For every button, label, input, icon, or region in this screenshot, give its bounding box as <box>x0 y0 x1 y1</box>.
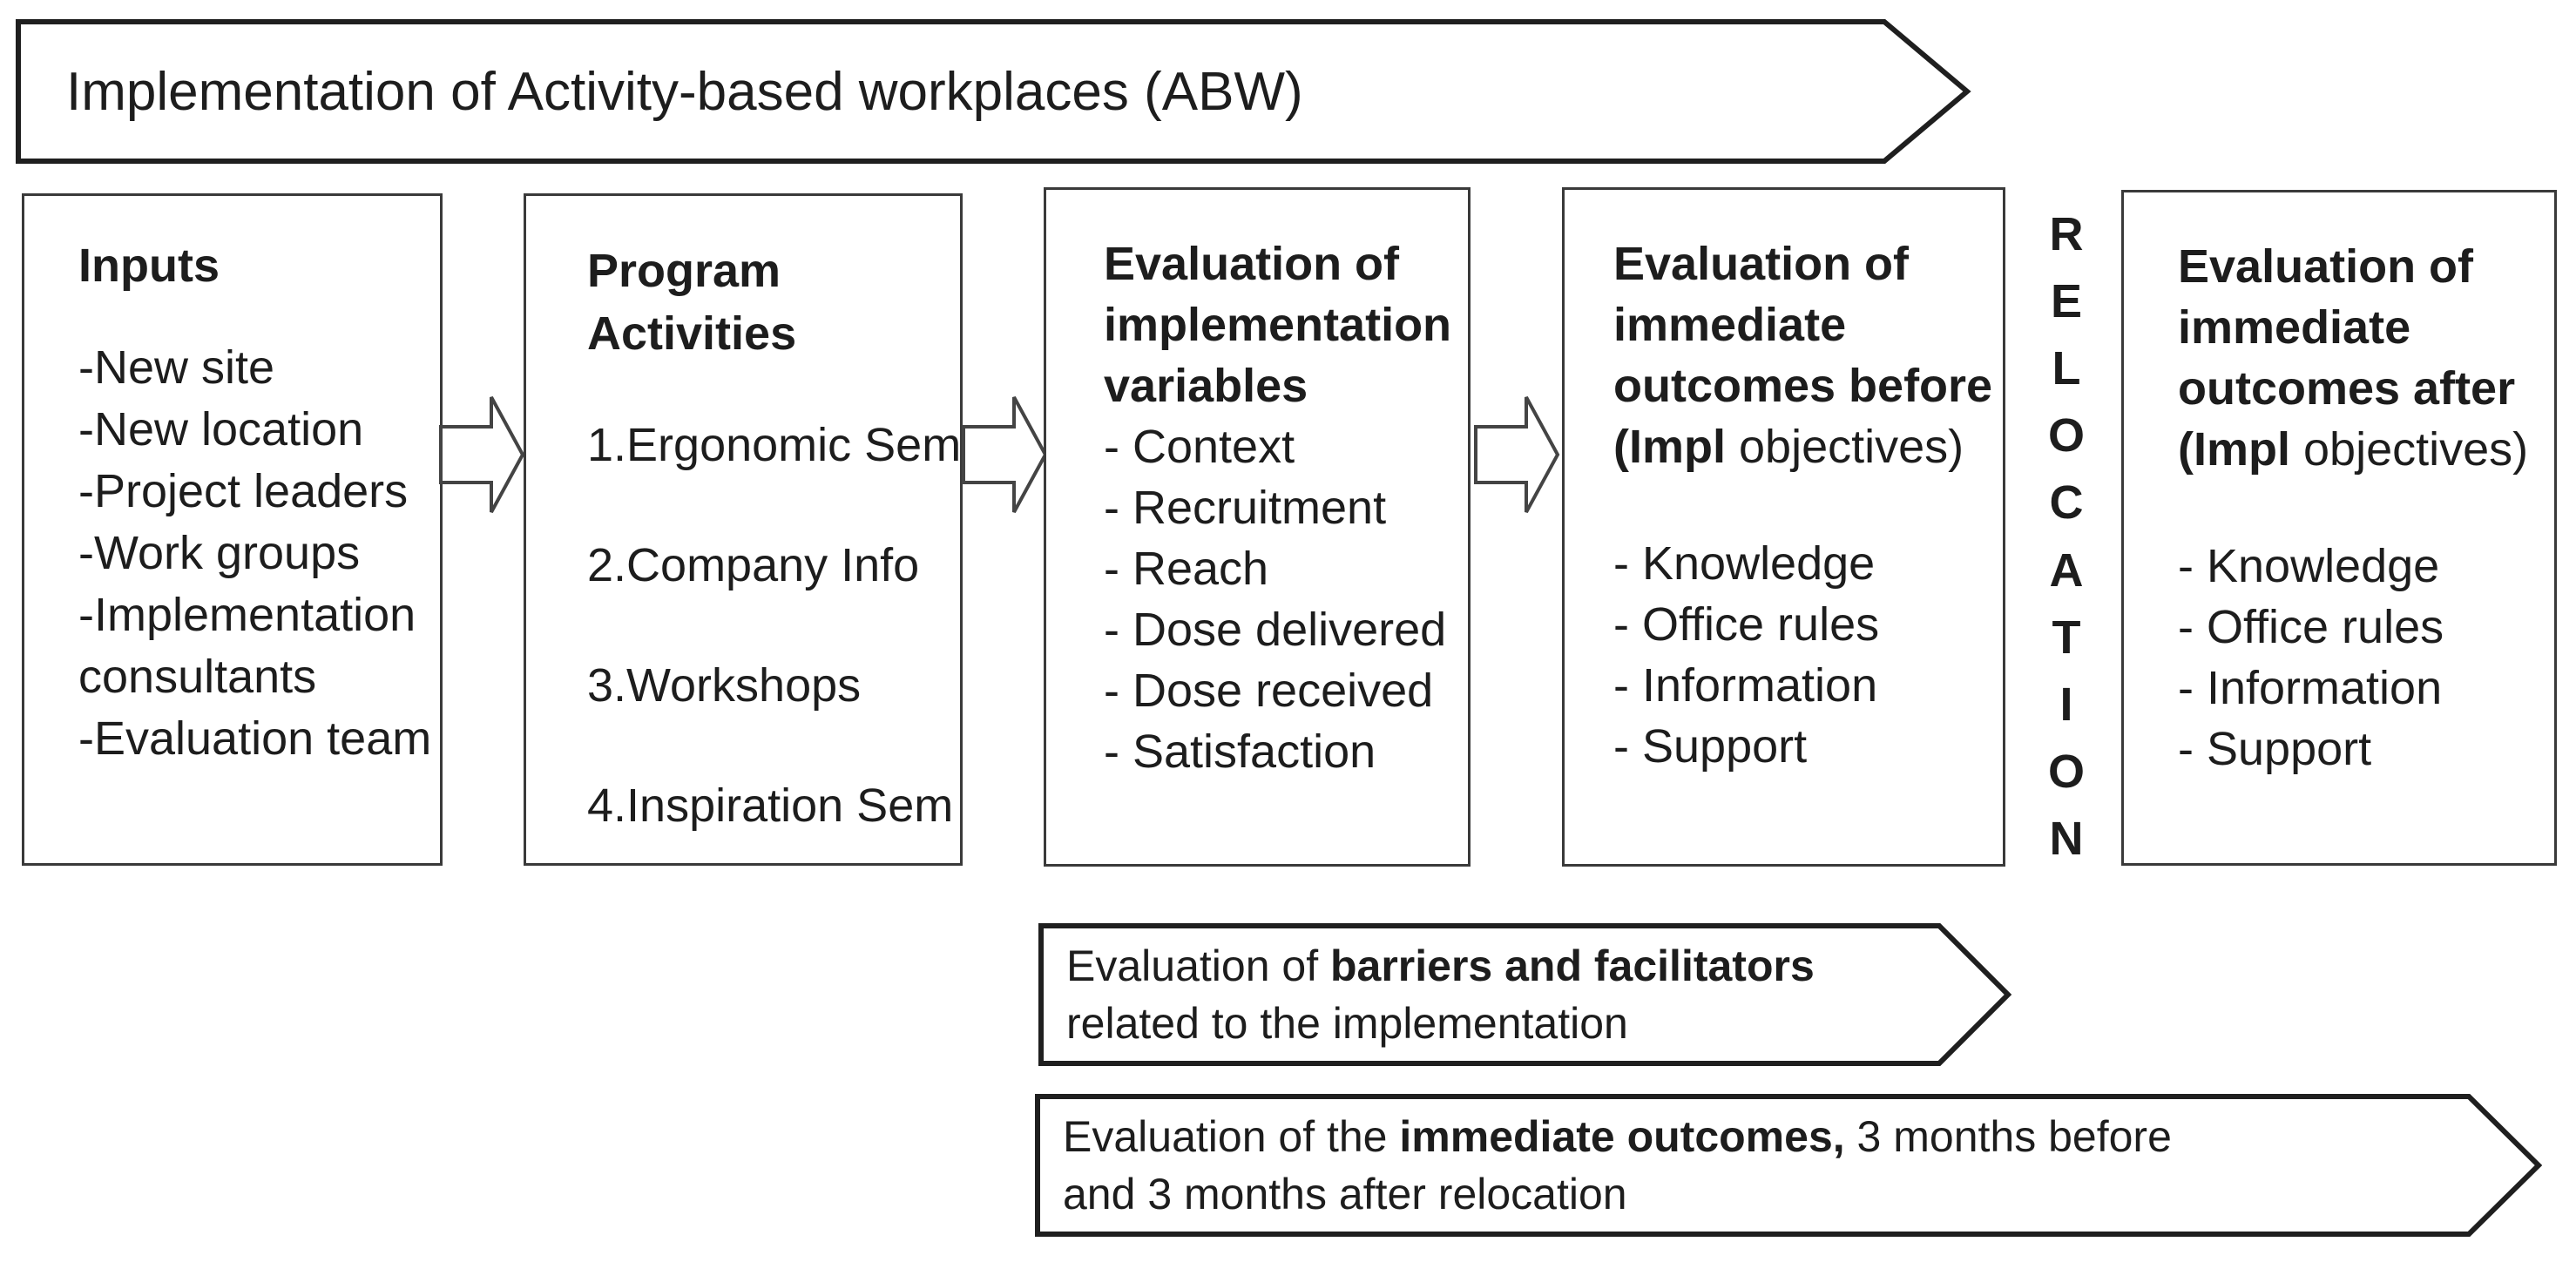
banner-barriers-facilitators: Evaluation of barriers and facilitators … <box>1038 923 2012 1066</box>
list-item: 2.Company Info <box>587 539 920 591</box>
banner-text-regular: 3 months before <box>1844 1112 2172 1161</box>
list-item: - Information <box>2178 662 2443 714</box>
right-arrow-icon <box>439 396 525 513</box>
flow-arrow-3 <box>1474 387 1561 527</box>
flow-arrow-1 <box>439 387 526 527</box>
banner-text-bold: immediate outcomes, <box>1399 1112 1845 1161</box>
box-title-line: immediate <box>2178 301 2411 354</box>
banner-line: Evaluation of barriers and facilitators <box>1066 937 1815 995</box>
box-evaluation-implementation-variables: Evaluation of implementation variables -… <box>1044 187 1471 867</box>
list-item: - Office rules <box>1613 598 1880 651</box>
list-item: 1.Ergonomic Sem <box>587 419 962 471</box>
list-item: - Office rules <box>2178 601 2444 653</box>
right-arrow-icon <box>962 396 1048 513</box>
box-title: Inputs <box>78 240 220 292</box>
box-evaluation-immediate-outcomes-before: Evaluation of immediate outcomes before … <box>1562 187 2005 867</box>
relocation-letter: O <box>2047 745 2085 798</box>
list-item: -Implementation consultants <box>78 589 416 703</box>
banner-barriers-text: Evaluation of barriers and facilitators … <box>1066 937 1815 1052</box>
banner-text-bold: barriers and facilitators <box>1329 941 1815 990</box>
list-item: - Context <box>1104 421 1295 473</box>
relocation-letter: E <box>2050 275 2083 328</box>
list-item: - Knowledge <box>1613 537 1876 590</box>
box-inputs: Inputs -New site -New location -Project … <box>22 193 443 866</box>
box-title-line: Evaluation of <box>2178 240 2474 293</box>
list-item: - Support <box>1613 720 1808 773</box>
list-item: 3.Workshops <box>587 659 862 712</box>
list-item: - Information <box>1613 659 1878 712</box>
flow-arrow-2 <box>962 387 1049 527</box>
relocation-letter: N <box>2049 812 2084 865</box>
box-title-line: implementation <box>1104 299 1452 351</box>
pentagon-banner-icon <box>1035 1094 2542 1237</box>
relocation-letter: O <box>2047 409 2085 462</box>
list-item: 4.Inspiration Sem <box>587 779 954 832</box>
right-arrow-icon <box>1474 396 1560 513</box>
box-subtitle-bold: (Impl <box>1613 421 1726 473</box>
box-evaluation-immediate-outcomes-after: Evaluation of immediate outcomes after (… <box>2121 190 2557 866</box>
list-item: - Reach <box>1104 543 1269 595</box>
box-title-line: outcomes after <box>2178 362 2516 415</box>
list-item: - Dose received <box>1104 665 1434 717</box>
list-item: -New site <box>78 341 275 394</box>
box-subtitle-rest: objectives) <box>1726 421 1964 473</box>
relocation-letter: I <box>2059 678 2073 731</box>
list-item: -Work groups <box>78 527 361 579</box>
banner-line: related to the implementation <box>1066 999 1628 1048</box>
box-title-line: Program <box>587 245 781 297</box>
relocation-letter: R <box>2049 208 2084 260</box>
list-item: - Satisfaction <box>1104 725 1376 778</box>
list-item: -Evaluation team <box>78 712 432 765</box>
box-title-line: variables <box>1104 360 1308 412</box>
list-item: - Recruitment <box>1104 482 1387 534</box>
box-title-line: Activities <box>587 307 797 360</box>
box-subtitle: (Impl objectives) <box>2178 419 2549 480</box>
box-program-activities: Program Activities 1.Ergonomic Sem 2.Com… <box>524 193 963 866</box>
list-item: - Knowledge <box>2178 540 2440 592</box>
box-title-line: immediate <box>1613 299 1847 351</box>
box-title-line: outcomes before <box>1613 360 1993 412</box>
banner-text-regular: Evaluation of <box>1066 941 1330 990</box>
top-banner-label: Implementation of Activity-based workpla… <box>66 61 1303 122</box>
list-item: -New location <box>78 403 364 456</box>
list-item: - Dose delivered <box>1104 604 1447 656</box>
box-title-line: Evaluation of <box>1104 238 1400 290</box>
box-subtitle-rest: objectives) <box>2290 423 2529 476</box>
banner-outcomes-text: Evaluation of the immediate outcomes, 3 … <box>1063 1108 2172 1223</box>
pentagon-banner-icon <box>16 19 1971 164</box>
list-item: -Project leaders <box>78 465 409 517</box>
relocation-letter: T <box>2052 611 2081 664</box>
box-subtitle: (Impl objectives) <box>1613 416 1998 477</box>
banner-line: and 3 months after relocation <box>1063 1170 1627 1218</box>
list-item: - Support <box>2178 723 2372 775</box>
relocation-letter: A <box>2049 543 2084 597</box>
banner-text-regular: Evaluation of the <box>1063 1112 1400 1161</box>
relocation-letter: L <box>2052 342 2081 395</box>
banner-line: Evaluation of the immediate outcomes, 3 … <box>1063 1108 2172 1165</box>
relocation-vertical-label: R E L O C A T I O N <box>2030 211 2103 862</box>
top-banner-implementation-abw: Implementation of Activity-based workpla… <box>16 19 1971 164</box>
box-title-line: Evaluation of <box>1613 238 1910 290</box>
relocation-letter: C <box>2049 476 2084 530</box>
pentagon-banner-icon <box>1038 923 2012 1066</box>
box-subtitle-bold: (Impl <box>2178 423 2290 476</box>
banner-immediate-outcomes-timing: Evaluation of the immediate outcomes, 3 … <box>1035 1094 2542 1237</box>
